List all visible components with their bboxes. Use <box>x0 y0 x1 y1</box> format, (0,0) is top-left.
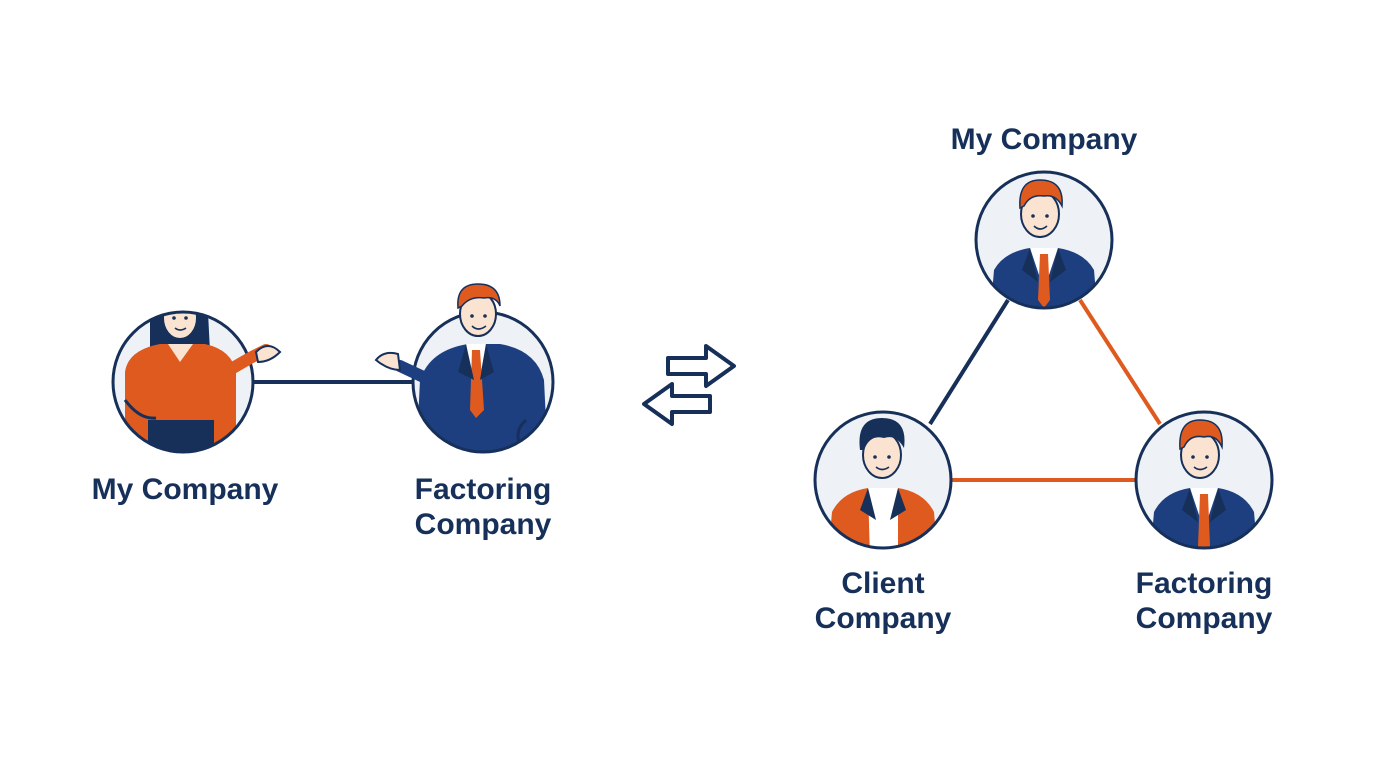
factoring-company-avatar-left <box>374 283 555 454</box>
label-factoring-company-left-line1: Factoring <box>414 473 552 506</box>
label-client-company-line2: Company <box>814 602 952 635</box>
label-factoring-company-left: Factoring Company <box>383 472 583 542</box>
label-client-company-line1: Client <box>841 567 925 600</box>
label-my-company-left: My Company <box>91 473 279 506</box>
my-company-avatar-right <box>974 170 1114 310</box>
connector-my-to-factoring <box>1078 298 1162 426</box>
label-client-company: Client Company <box>783 566 983 636</box>
label-factoring-company-right: Factoring Company <box>1104 566 1304 636</box>
exchange-arrows-icon <box>642 344 736 426</box>
client-company-avatar <box>813 410 953 550</box>
connector-my-to-client <box>928 298 1010 426</box>
label-my-company-right: My Company <box>950 123 1138 156</box>
label-factoring-company-left-line2: Company <box>414 508 552 541</box>
my-company-avatar-left <box>111 310 282 454</box>
label-factoring-company-right-line2: Company <box>1135 602 1273 635</box>
label-factoring-company-right-line1: Factoring <box>1135 567 1273 600</box>
factoring-company-avatar-right <box>1134 410 1274 550</box>
